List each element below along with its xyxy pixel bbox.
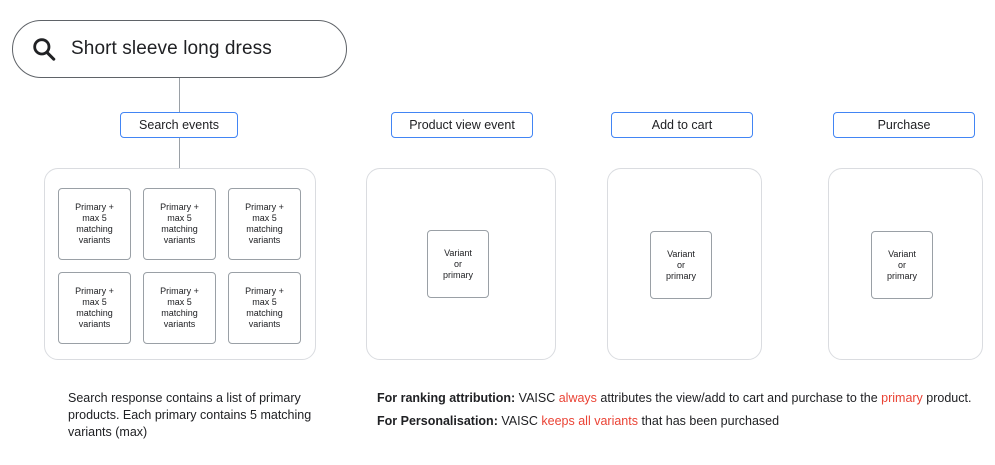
search-result-card: Primary + max 5 matching variants	[143, 188, 216, 260]
ranking-note-part3: product.	[922, 391, 972, 405]
stage-chip-product-view-event[interactable]: Product view event	[391, 112, 533, 138]
ranking-attribution-note: For ranking attribution: VAISC always at…	[377, 390, 987, 407]
search-result-card-grid: Primary + max 5 matching variants Primar…	[58, 188, 302, 344]
stage-chip-label: Purchase	[877, 118, 931, 132]
search-bar[interactable]: Short sleeve long dress	[12, 20, 347, 78]
stage-chip-search-events[interactable]: Search events	[120, 112, 238, 138]
search-result-card: Primary + max 5 matching variants	[58, 188, 131, 260]
personalisation-note: For Personalisation: VAISC keeps all var…	[377, 413, 987, 430]
attribution-notes: For ranking attribution: VAISC always at…	[377, 390, 987, 436]
personalisation-note-part1: VAISC	[497, 414, 542, 428]
connector-search-events-to-panel	[179, 138, 180, 168]
stage-chip-label: Search events	[139, 118, 219, 132]
variant-card-purchase: Variant or primary	[871, 231, 933, 299]
stage-chip-label: Product view event	[409, 118, 515, 132]
ranking-note-highlight-primary: primary	[881, 391, 923, 405]
connector-pill-to-search-events	[179, 78, 180, 112]
ranking-note-part1: VAISC	[515, 391, 559, 405]
search-query-text: Short sleeve long dress	[71, 38, 272, 59]
search-result-card: Primary + max 5 matching variants	[228, 188, 301, 260]
personalisation-note-highlight: keeps all variants	[541, 414, 638, 428]
stage-chip-purchase[interactable]: Purchase	[833, 112, 975, 138]
personalisation-label: For Personalisation:	[377, 414, 498, 428]
variant-card-add-to-cart: Variant or primary	[650, 231, 712, 299]
search-result-card: Primary + max 5 matching variants	[58, 272, 131, 344]
personalisation-note-part2: that has been purchased	[637, 414, 780, 428]
ranking-note-part2: attributes the view/add to cart and purc…	[596, 391, 882, 405]
search-result-card: Primary + max 5 matching variants	[228, 272, 301, 344]
stage-chip-add-to-cart[interactable]: Add to cart	[611, 112, 753, 138]
ranking-note-highlight-always: always	[558, 391, 597, 405]
search-response-caption: Search response contains a list of prima…	[68, 391, 312, 439]
search-result-card: Primary + max 5 matching variants	[143, 272, 216, 344]
stage-chip-label: Add to cart	[651, 118, 713, 132]
search-icon	[33, 38, 56, 61]
ranking-attribution-label: For ranking attribution:	[377, 391, 516, 405]
variant-card-product-view: Variant or primary	[427, 230, 489, 298]
